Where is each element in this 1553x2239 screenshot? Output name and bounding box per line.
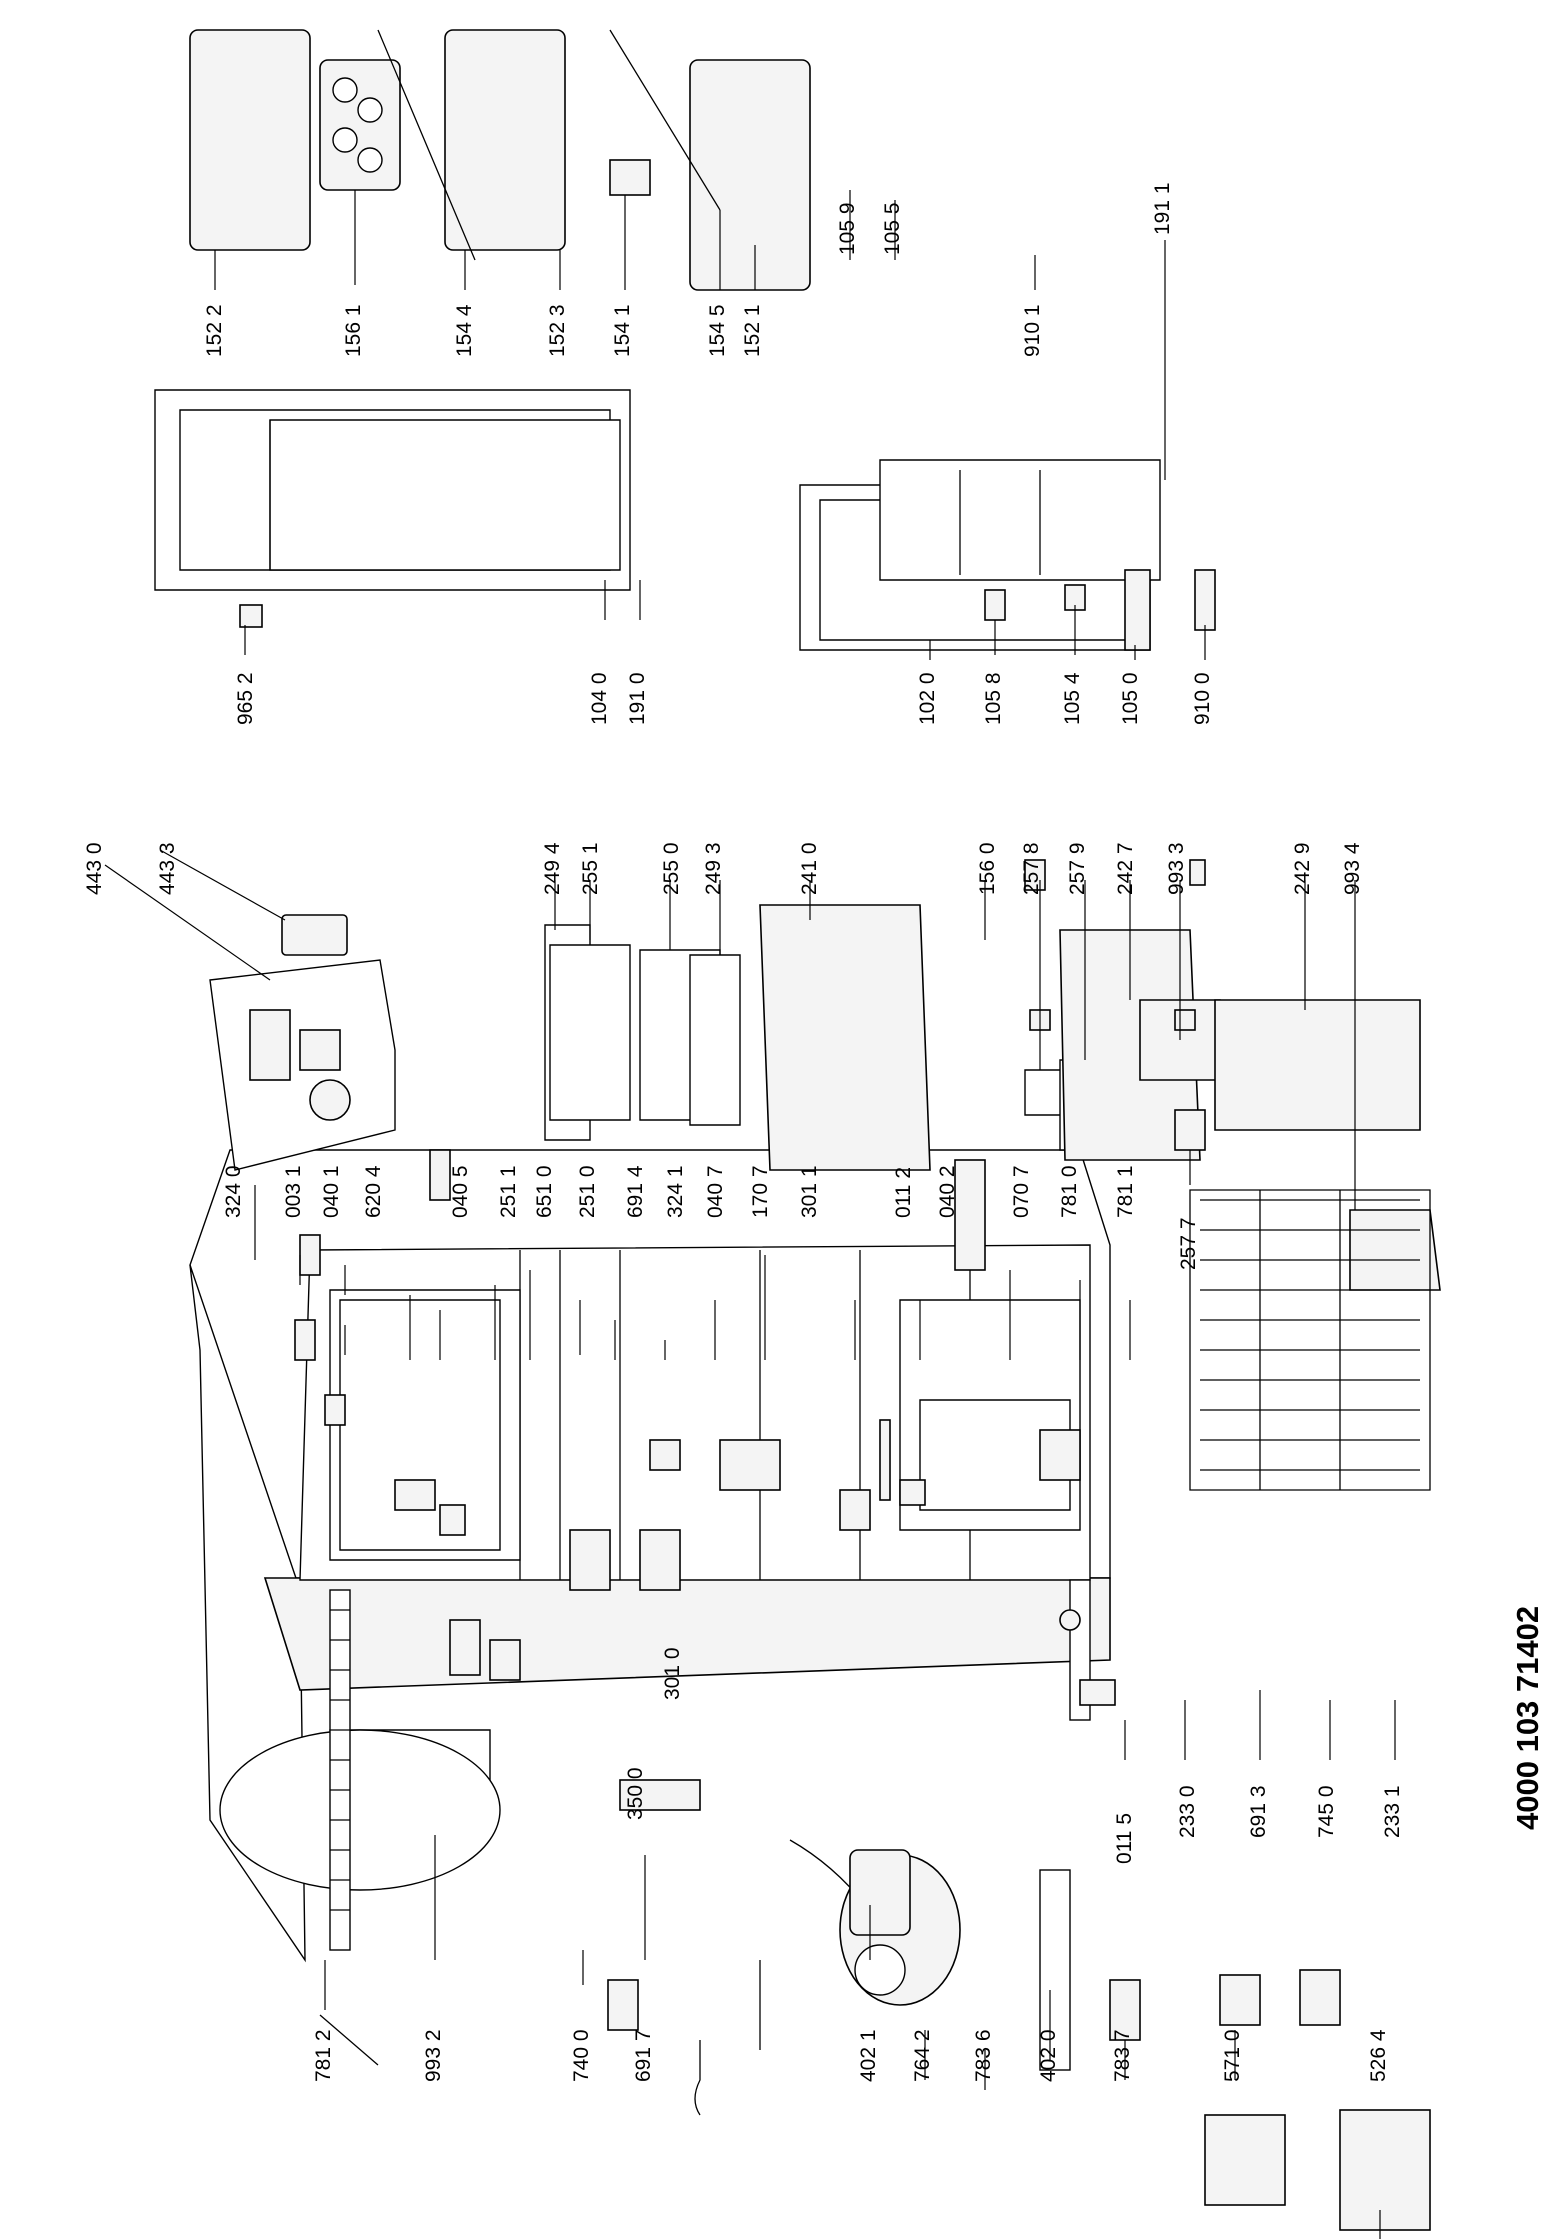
- compressor: [839, 1849, 961, 2006]
- callout-label: 011 2: [892, 1167, 915, 1218]
- leader-lines: [104, 190, 1396, 2239]
- callout-label: 257 9: [1066, 842, 1089, 895]
- cabinet-body: [189, 1149, 1111, 1963]
- callout-label: 233 1: [1381, 1785, 1404, 1838]
- callout-label: 324 1: [664, 1165, 687, 1218]
- callout-label: 993 3: [1165, 842, 1188, 895]
- callout-label: 526 4: [1367, 2029, 1390, 2082]
- callout-label: 105 5: [881, 202, 904, 255]
- fan-cover: [281, 914, 348, 956]
- callout-label: 783 7: [1111, 2029, 1134, 2082]
- callout-label: 402 0: [1037, 2029, 1060, 2082]
- callout-label: 620 4: [362, 1165, 385, 1218]
- callout-label: 156 0: [976, 842, 999, 895]
- callout-label: 691 7: [632, 2029, 655, 2082]
- callout-label: 233 0: [1176, 1785, 1199, 1838]
- callout-label: 249 3: [702, 842, 725, 895]
- callout-label: 154 1: [611, 304, 634, 357]
- callout-label: 070 7: [1010, 1165, 1033, 1218]
- callout-label: 040 7: [704, 1165, 727, 1218]
- callout-label: 301 0: [661, 1647, 684, 1700]
- callout-label: 350 0: [624, 1767, 647, 1820]
- fridge-door: [154, 389, 631, 628]
- callout-label: 191 1: [1151, 182, 1174, 235]
- callout-label: 105 9: [836, 202, 859, 255]
- callout-label: 993 2: [422, 2029, 445, 2082]
- callout-label: 571 0: [1221, 2029, 1244, 2082]
- wire-shelves: [1189, 1189, 1431, 1491]
- callout-label: 154 4: [453, 304, 476, 357]
- callout-label: 154 5: [706, 304, 729, 357]
- callout-label: 740 0: [570, 2029, 593, 2082]
- callout-label: 764 2: [911, 2029, 934, 2082]
- callout-label: 745 0: [1315, 1785, 1338, 1838]
- callout-label: 003 1: [282, 1165, 305, 1218]
- callout-label: 242 9: [1291, 842, 1314, 895]
- callout-label: 152 2: [203, 304, 226, 357]
- callout-label: 783 6: [972, 2029, 995, 2082]
- callout-label: 105 4: [1061, 672, 1084, 725]
- callout-label: 156 1: [342, 304, 365, 357]
- glass-shelves: [544, 924, 741, 1141]
- cabinet-bottom-parts: [319, 1960, 1431, 2231]
- callout-label: 249 4: [541, 842, 564, 895]
- callout-label: 993 4: [1341, 842, 1364, 895]
- callout-label: 170 7: [749, 1165, 772, 1218]
- callout-label: 651 0: [533, 1165, 556, 1218]
- cabinet-small-parts: [294, 1149, 1116, 1811]
- callout-label: 781 2: [312, 2029, 335, 2082]
- freezer-door: [799, 459, 1216, 1031]
- callout-label: 443 3: [156, 842, 179, 895]
- callout-label: 781 0: [1058, 1165, 1081, 1218]
- callout-label: 040 1: [320, 1165, 343, 1218]
- callout-label: 255 1: [579, 842, 602, 895]
- callout-label: 105 0: [1119, 672, 1142, 725]
- crisper-drawers: [759, 904, 1441, 1291]
- callout-label: 910 0: [1191, 672, 1214, 725]
- callout-label: 251 0: [576, 1165, 599, 1218]
- callout-label: 104 0: [588, 672, 611, 725]
- callout-label: 443 0: [83, 842, 106, 895]
- callout-label: 152 3: [546, 304, 569, 357]
- callout-label: 105 8: [982, 672, 1005, 725]
- callout-label: 191 0: [626, 672, 649, 725]
- callout-label: 781 1: [1114, 1165, 1137, 1218]
- callout-label: 965 2: [234, 672, 257, 725]
- callout-label: 040 5: [449, 1165, 472, 1218]
- callout-label: 242 7: [1114, 842, 1137, 895]
- fan-assembly: [209, 959, 396, 1171]
- callout-label: 241 0: [798, 842, 821, 895]
- callout-label: 255 0: [660, 842, 683, 895]
- callout-label: 040 2: [936, 1165, 959, 1218]
- callout-label: 011 5: [1113, 1813, 1136, 1864]
- callout-label: 102 0: [916, 672, 939, 725]
- callout-label: 691 3: [1247, 1785, 1270, 1838]
- document-id: 4000 103 71402: [1510, 1605, 1545, 1830]
- callout-label: 910 1: [1021, 304, 1044, 357]
- callout-label: 152 1: [741, 304, 764, 357]
- callout-label: 251 1: [497, 1165, 520, 1218]
- callout-label: 257 7: [1177, 1217, 1200, 1270]
- callout-label: 257 8: [1020, 842, 1043, 895]
- callout-label: 402 1: [857, 2029, 880, 2082]
- callout-label: 301 1: [798, 1165, 821, 1218]
- callout-label: 324 0: [222, 1165, 245, 1218]
- callout-label: 691 4: [624, 1165, 647, 1218]
